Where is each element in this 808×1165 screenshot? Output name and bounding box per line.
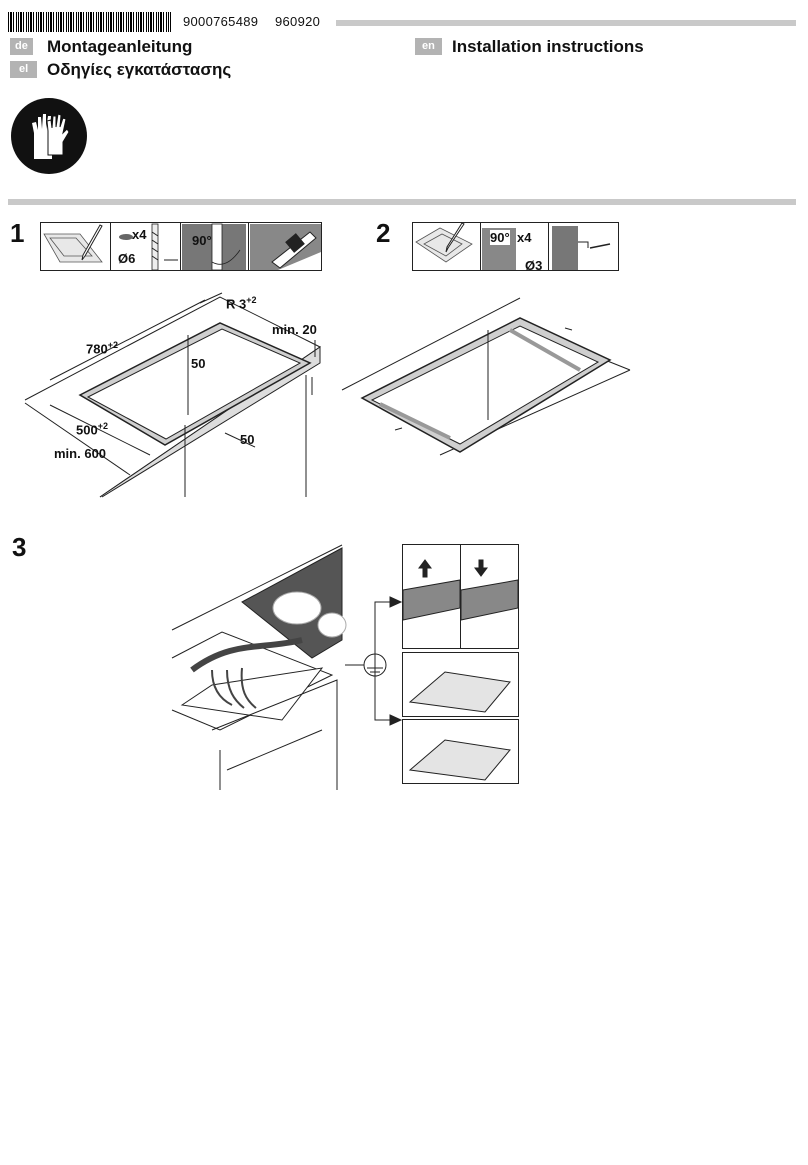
step-2-bracket-diagram [341, 297, 631, 456]
section-divider [8, 199, 796, 205]
step-1-angle: 90° [192, 233, 212, 248]
title-en: Installation instructions [452, 37, 644, 56]
lang-code-el: el [10, 61, 38, 78]
dim-depth: 500+2 [76, 421, 108, 438]
step-1-drill-size: Ø6 [118, 251, 136, 266]
dim-radius: R 3+2 [226, 295, 257, 312]
step-1-cutout-diagram [24, 292, 321, 498]
lang-code-en: en [415, 38, 442, 55]
step-number-1: 1 [10, 218, 25, 248]
dim-gap-side: 50 [240, 432, 255, 447]
title-de: Montageanleitung [47, 37, 193, 56]
step-2-tool-strip [412, 222, 619, 271]
step-1-screw-count: x4 [132, 227, 147, 242]
barcode [8, 12, 171, 32]
doc-date: 960920 [275, 14, 321, 29]
dim-width: 780+2 [86, 340, 118, 357]
step-3-earth-detail [345, 544, 519, 784]
doc-number: 9000765489 [183, 14, 259, 29]
safety-gloves-icon [11, 98, 87, 174]
lang-code-de: de [10, 38, 33, 55]
step-number-2: 2 [376, 218, 391, 248]
step-number-3: 3 [12, 532, 27, 562]
title-el: Οδηγίες εγκατάστασης [47, 60, 232, 79]
step-2-angle: 90° [490, 230, 510, 245]
step-3-cable-diagram [171, 544, 347, 790]
dim-gap-top: 50 [191, 356, 206, 371]
header-bar [336, 20, 796, 26]
step-2-drill-size: Ø3 [525, 258, 543, 273]
step-2-screw-count: x4 [517, 230, 532, 245]
dim-min-wall: min. 20 [272, 322, 317, 337]
step-1-tool-strip [40, 222, 322, 271]
dim-min-front: min. 600 [54, 446, 107, 461]
